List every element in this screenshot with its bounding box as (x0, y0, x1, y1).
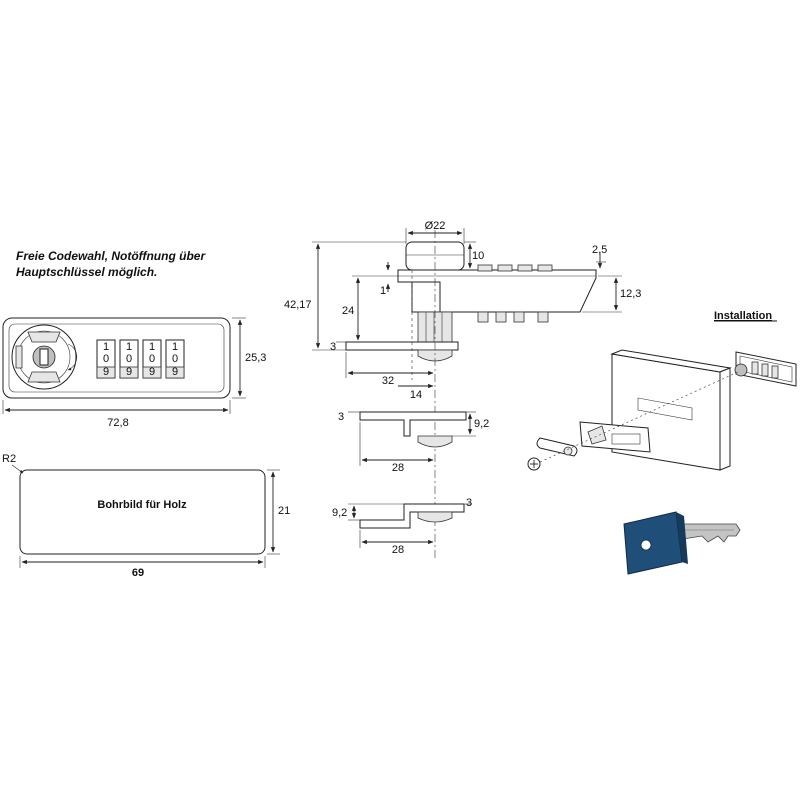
side-bottom-pins (477, 311, 549, 323)
assembly-line (539, 371, 739, 463)
cam-1-dim-3: 3 (338, 411, 344, 423)
drill-label: Bohrbild für Holz (97, 499, 187, 511)
dial-2-top: 1 (126, 341, 132, 353)
dial-1-bottom: 9 (103, 366, 109, 378)
spindle-housing (411, 281, 441, 313)
side-body (397, 269, 597, 313)
dim-42-17-label: 42,17 (284, 299, 312, 311)
drill-outline (19, 469, 266, 555)
drill-pattern: Bohrbild für Holz R2 69 21 (2, 453, 290, 579)
screw-icon (527, 457, 541, 471)
dim-32-label: 32 (382, 375, 394, 387)
front-height-label: 25,3 (245, 352, 266, 364)
cam-1-dim-9-2: 9,2 (474, 418, 489, 430)
drill-height-label: 21 (278, 505, 290, 517)
lock-unit (734, 351, 797, 387)
dial-3: 1 0 9 (142, 339, 162, 379)
radius-label: R2 (2, 453, 16, 465)
cam-plate (345, 341, 459, 351)
dim-3-label: 3 (330, 341, 336, 353)
dial-3-bottom: 9 (149, 366, 155, 378)
dial-1: 1 0 9 (96, 339, 116, 379)
code-dials: 1 0 9 1 0 9 1 0 9 1 0 (96, 339, 185, 379)
key-icon (623, 511, 741, 575)
dim-10-label: 10 (472, 250, 484, 262)
installation-title: Installation (714, 310, 772, 322)
cam-variant-1: 3 9,2 28 (338, 411, 489, 474)
cam-2-dim-3: 3 (466, 497, 472, 509)
dial-1-mid: 0 (103, 353, 109, 365)
cam-2-dim-28: 28 (392, 544, 404, 556)
front-view: 1 0 9 1 0 9 1 0 9 1 0 (2, 317, 266, 429)
dial-2: 1 0 9 (119, 339, 139, 379)
front-width-label: 72,8 (107, 417, 128, 429)
info-note: Freie Codewahl, Notöffnung über Hauptsch… (16, 248, 256, 280)
cam-2-dim-9-2: 9,2 (332, 507, 347, 519)
dial-2-mid: 0 (126, 353, 132, 365)
mount-bracket (579, 421, 651, 453)
dim-2-5-label: 2,5 (592, 244, 607, 256)
dial-3-top: 1 (149, 341, 155, 353)
dial-3-mid: 0 (149, 353, 155, 365)
cam-variant-2: 3 9,2 28 (332, 497, 472, 556)
installation: Installation (527, 310, 797, 575)
cabinet-door (610, 349, 732, 471)
info-note-line-2: Hauptschlüssel möglich. (16, 265, 158, 279)
diameter-label: Ø22 (425, 220, 446, 232)
dim-1-label: 1 (380, 285, 386, 297)
cam-1-dim-28: 28 (392, 462, 404, 474)
dim-24-label: 24 (342, 305, 354, 317)
drill-width-label: 69 (132, 567, 144, 579)
cam-piece (536, 437, 578, 457)
dial-4-bottom: 9 (172, 366, 178, 378)
side-view: Ø22 10 2,5 12,3 42,17 24 1 3 32 (284, 220, 641, 560)
dial-2-bottom: 9 (126, 366, 132, 378)
dial-4-top: 1 (172, 341, 178, 353)
dial-4-mid: 0 (172, 353, 178, 365)
side-dial-tabs (477, 264, 553, 272)
dial-4: 1 0 9 (165, 339, 185, 379)
info-note-line-1: Freie Codewahl, Notöffnung über (16, 249, 206, 263)
dial-1-top: 1 (103, 341, 109, 353)
knob-icon (11, 324, 78, 390)
front-plate-inner (8, 323, 225, 393)
dim-14-label: 14 (410, 389, 422, 401)
dim-12-3-label: 12,3 (620, 288, 641, 300)
